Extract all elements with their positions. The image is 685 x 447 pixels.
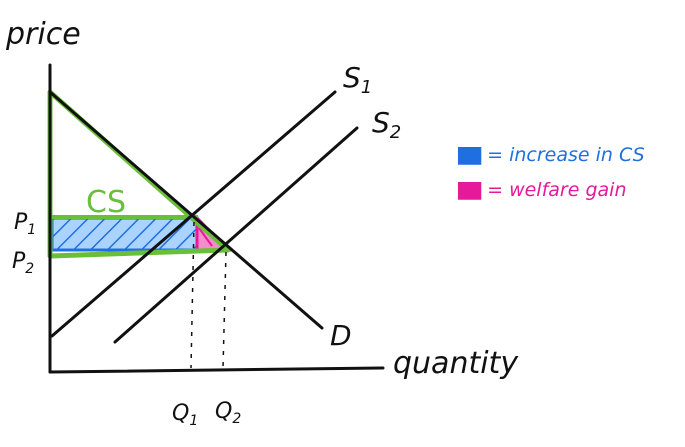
supply-1-label: S1 — [343, 61, 372, 98]
x-axis — [48, 366, 385, 374]
quantity-2-label: Q2 — [215, 399, 241, 427]
consumer-surplus-label: CS — [86, 185, 126, 220]
legend: ██ = increase in CS ██ = welfare gain — [457, 144, 645, 201]
price-1-label: P1 — [14, 210, 36, 238]
q1-dashed-guide — [190, 221, 195, 369]
q2-dashed-guide — [222, 251, 227, 369]
quantity-1-label: Q1 — [172, 401, 198, 429]
legend-item-welfare-gain: ██ = welfare gain — [457, 179, 626, 201]
legend-item-increase-cs: ██ = increase in CS — [457, 144, 645, 166]
price-2-label: P2 — [12, 249, 34, 277]
demand-label: D — [330, 319, 352, 352]
y-axis-title: price — [5, 17, 81, 52]
x-axis-title: quantity — [393, 346, 519, 381]
demand-curve — [48, 90, 324, 330]
supply-curve-2 — [113, 126, 359, 344]
supply-curve-1 — [50, 90, 337, 338]
increase-cs-hatch — [50, 216, 199, 252]
supply-2-label: S2 — [372, 106, 401, 143]
welfare-gain-hatch — [198, 227, 213, 247]
